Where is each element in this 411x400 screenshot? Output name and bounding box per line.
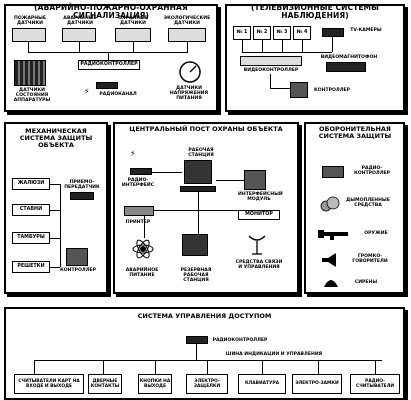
voltage-gauge-icon bbox=[179, 61, 201, 83]
security-sensor-icon bbox=[115, 28, 151, 42]
mech-item-shutters: СТАВНИ bbox=[12, 204, 50, 216]
alarm-sensor-icon bbox=[62, 28, 96, 42]
workstation-keyboard bbox=[180, 186, 216, 192]
access-item-door-contacts: ДВЕРНЫЕ КОНТАКТЫ bbox=[88, 374, 122, 394]
tv-surveillance-panel: (ТЕЛЕВИЗИОННЫЕ СИСТЕМЫ НАБЛЮДЕНИЯ) bbox=[225, 4, 405, 112]
fire-sensors-label: ПОЖАРНЫЕ ДАТЧИКИ bbox=[13, 16, 47, 26]
reserve-station-monitor bbox=[182, 234, 208, 256]
access-item-radio-readers: РАДИО-СЧИТЫВАТЕЛИ bbox=[350, 374, 400, 394]
smoke-label: ДЫМОПЛЕННЫЕ СРЕДСТВА bbox=[346, 198, 390, 208]
interface-module-label: ИНТЕРФЕЙСНЫЙ МОДУЛЬ bbox=[238, 192, 283, 202]
radio-channel-icon: ⚡ bbox=[84, 87, 90, 96]
security-sensors-label: ОХРАННЫЕ ДАТЧИКИ bbox=[118, 16, 148, 26]
weapon-icon bbox=[318, 230, 348, 240]
defense-panel-title: ОБОРОНИТЕЛЬНАЯ СИСТЕМА ЗАЩИТЫ bbox=[318, 125, 392, 140]
tv-cameras-label: TV-КАМЕРЫ bbox=[350, 28, 382, 33]
tv-camera-icon bbox=[322, 28, 344, 37]
access-item-card-readers: СЧИТЫВАТЕЛИ КАРТ НА ВХОДЕ И ВЫХОДЕ bbox=[14, 374, 84, 394]
equipment-sensors-label: ДАТЧИКИ СОСТОЯНИЯ АППАРАТУРЫ bbox=[13, 88, 51, 103]
workstation-monitor bbox=[184, 160, 212, 184]
access-item-locks: ЭЛЕКТРО-ЗАМКИ bbox=[292, 374, 342, 394]
access-item-exit-buttons: КНОПКИ НА ВЫХОДЕ bbox=[138, 374, 172, 394]
central-radio-bolt-icon: ⚡ bbox=[130, 149, 136, 158]
mech-controller-label: КОНТРОЛЛЕР bbox=[59, 268, 97, 273]
alarm-sensors-label: АВАРИЙНЫЕ ДАТЧИКИ bbox=[63, 16, 97, 26]
vcr-label: ВИДЕОМАГНИТОФОН bbox=[320, 55, 378, 60]
voltage-sensors-label: ДАТЧИКИ НАПРЯЖЕНИЯ ПИТАНИЯ bbox=[169, 86, 209, 101]
radio-interface-device bbox=[130, 168, 152, 175]
monitor-box: МОНИТОР bbox=[238, 210, 280, 220]
access-panel-title: СИСТЕМА УПРАВЛЕНИЯ ДОСТУПОМ bbox=[137, 312, 272, 320]
printer-label: ПРИНТЕР bbox=[125, 220, 151, 225]
defense-radio-controller-label: РАДИО-КОНТРОЛЛЕР bbox=[353, 166, 391, 176]
tv-monitor-2: № 2 bbox=[253, 26, 271, 40]
tv-monitor-1: № 1 bbox=[233, 26, 251, 40]
fire-radio-device bbox=[96, 82, 118, 89]
mech-item-bars: РЕШЕТКИ bbox=[12, 261, 50, 273]
fire-sensor-icon bbox=[12, 28, 46, 42]
radio-channel-label: РАДИОКАНАЛ bbox=[99, 92, 137, 97]
smoke-icon bbox=[320, 196, 340, 212]
radio-interface-label: РАДИО-ИНТЕРФЕЙС bbox=[121, 178, 155, 188]
defense-radio-controller-device bbox=[322, 166, 344, 178]
access-item-latches: ЭЛЕКТРО-ЗАЩЕЛКИ bbox=[186, 374, 228, 394]
defense-system-panel bbox=[304, 122, 405, 294]
fire-panel-title: (АВАРИЙНО-ПОЖАРНО-ОХРАННАЯ СИГНАЛИЗАЦИЯ) bbox=[34, 3, 188, 20]
eco-sensor-icon bbox=[168, 28, 206, 42]
access-radio-controller-label: РАДИОКОНТРОЛЛЕР bbox=[212, 338, 268, 343]
loudspeaker-icon bbox=[322, 253, 336, 267]
mech-transceiver-label: ПРИЕМО-ПЕРЕДАТЧИК bbox=[64, 180, 100, 190]
fire-alarm-panel: (АВАРИЙНО-ПОЖАРНО-ОХРАННАЯ СИГНАЛИЗАЦИЯ) bbox=[4, 4, 218, 112]
tv-monitor-3: № 3 bbox=[273, 26, 291, 40]
interface-module-device bbox=[244, 170, 266, 190]
mech-transceiver-device bbox=[70, 192, 94, 200]
emergency-power-label: АВАРИЙНОЕ ПИТАНИЕ bbox=[125, 268, 159, 278]
tv-panel-title: (ТЕЛЕВИЗИОННЫЕ СИСТЕМЫ НАБЛЮДЕНИЯ) bbox=[250, 3, 379, 20]
access-item-keyboard: КЛАВИАТУРА bbox=[238, 374, 286, 394]
printer-device bbox=[124, 206, 154, 216]
mech-controller-device bbox=[66, 248, 88, 266]
equipment-sensor-device bbox=[14, 60, 46, 86]
antenna-icon bbox=[248, 235, 266, 255]
sirens-label: СИРЕНЫ bbox=[354, 280, 378, 285]
tv-controller-device bbox=[290, 82, 308, 98]
vcr-device bbox=[326, 62, 366, 72]
loudspeakers-label: ГРОМКО-ГОВОРИТЕЛИ bbox=[352, 254, 388, 264]
workstation-label: РАБОЧАЯ СТАНЦИЯ bbox=[188, 148, 214, 158]
siren-icon bbox=[324, 280, 338, 287]
tv-monitor-4: № 4 bbox=[293, 26, 311, 40]
mech-panel-title: МЕХАНИЧЕСКАЯ СИСТЕМА ЗАЩИТЫ ОБЪЕКТА bbox=[19, 127, 93, 149]
comm-means-label: СРЕДСТВА СВЯЗИ И УПРАВЛЕНИЯ bbox=[235, 260, 283, 270]
access-bus-label: ШИНА ИНДИКАЦИИ И УПРАВЛЕНИЯ bbox=[225, 352, 323, 357]
video-controller-label: ВИДЕОКОНТРОЛЛЕР bbox=[243, 68, 299, 73]
mech-item-vestibules: ТАМБУРЫ bbox=[12, 232, 50, 244]
central-panel-title: ЦЕНТРАЛЬНЫЙ ПОСТ ОХРАНЫ ОБЪЕКТА bbox=[129, 125, 283, 133]
mech-item-blinds: ЖАЛЮЗИ bbox=[12, 178, 50, 190]
access-radio-controller-device bbox=[186, 336, 208, 344]
weapon-label: ОРУЖИЕ bbox=[364, 231, 388, 236]
fire-radio-controller: РАДИОКОНТРОЛЛЕР bbox=[78, 60, 140, 70]
reserve-station-label: РЕЗЕРВНАЯ РАБОЧАЯ СТАНЦИЯ bbox=[180, 268, 212, 283]
tv-controller-label: КОНТРОЛЛЕР bbox=[313, 88, 351, 93]
video-controller bbox=[240, 56, 302, 66]
eco-sensors-label: ЭКОЛОГИЧЕСКИЕ ДАТЧИКИ bbox=[163, 16, 211, 26]
emergency-power-icon bbox=[132, 239, 154, 259]
